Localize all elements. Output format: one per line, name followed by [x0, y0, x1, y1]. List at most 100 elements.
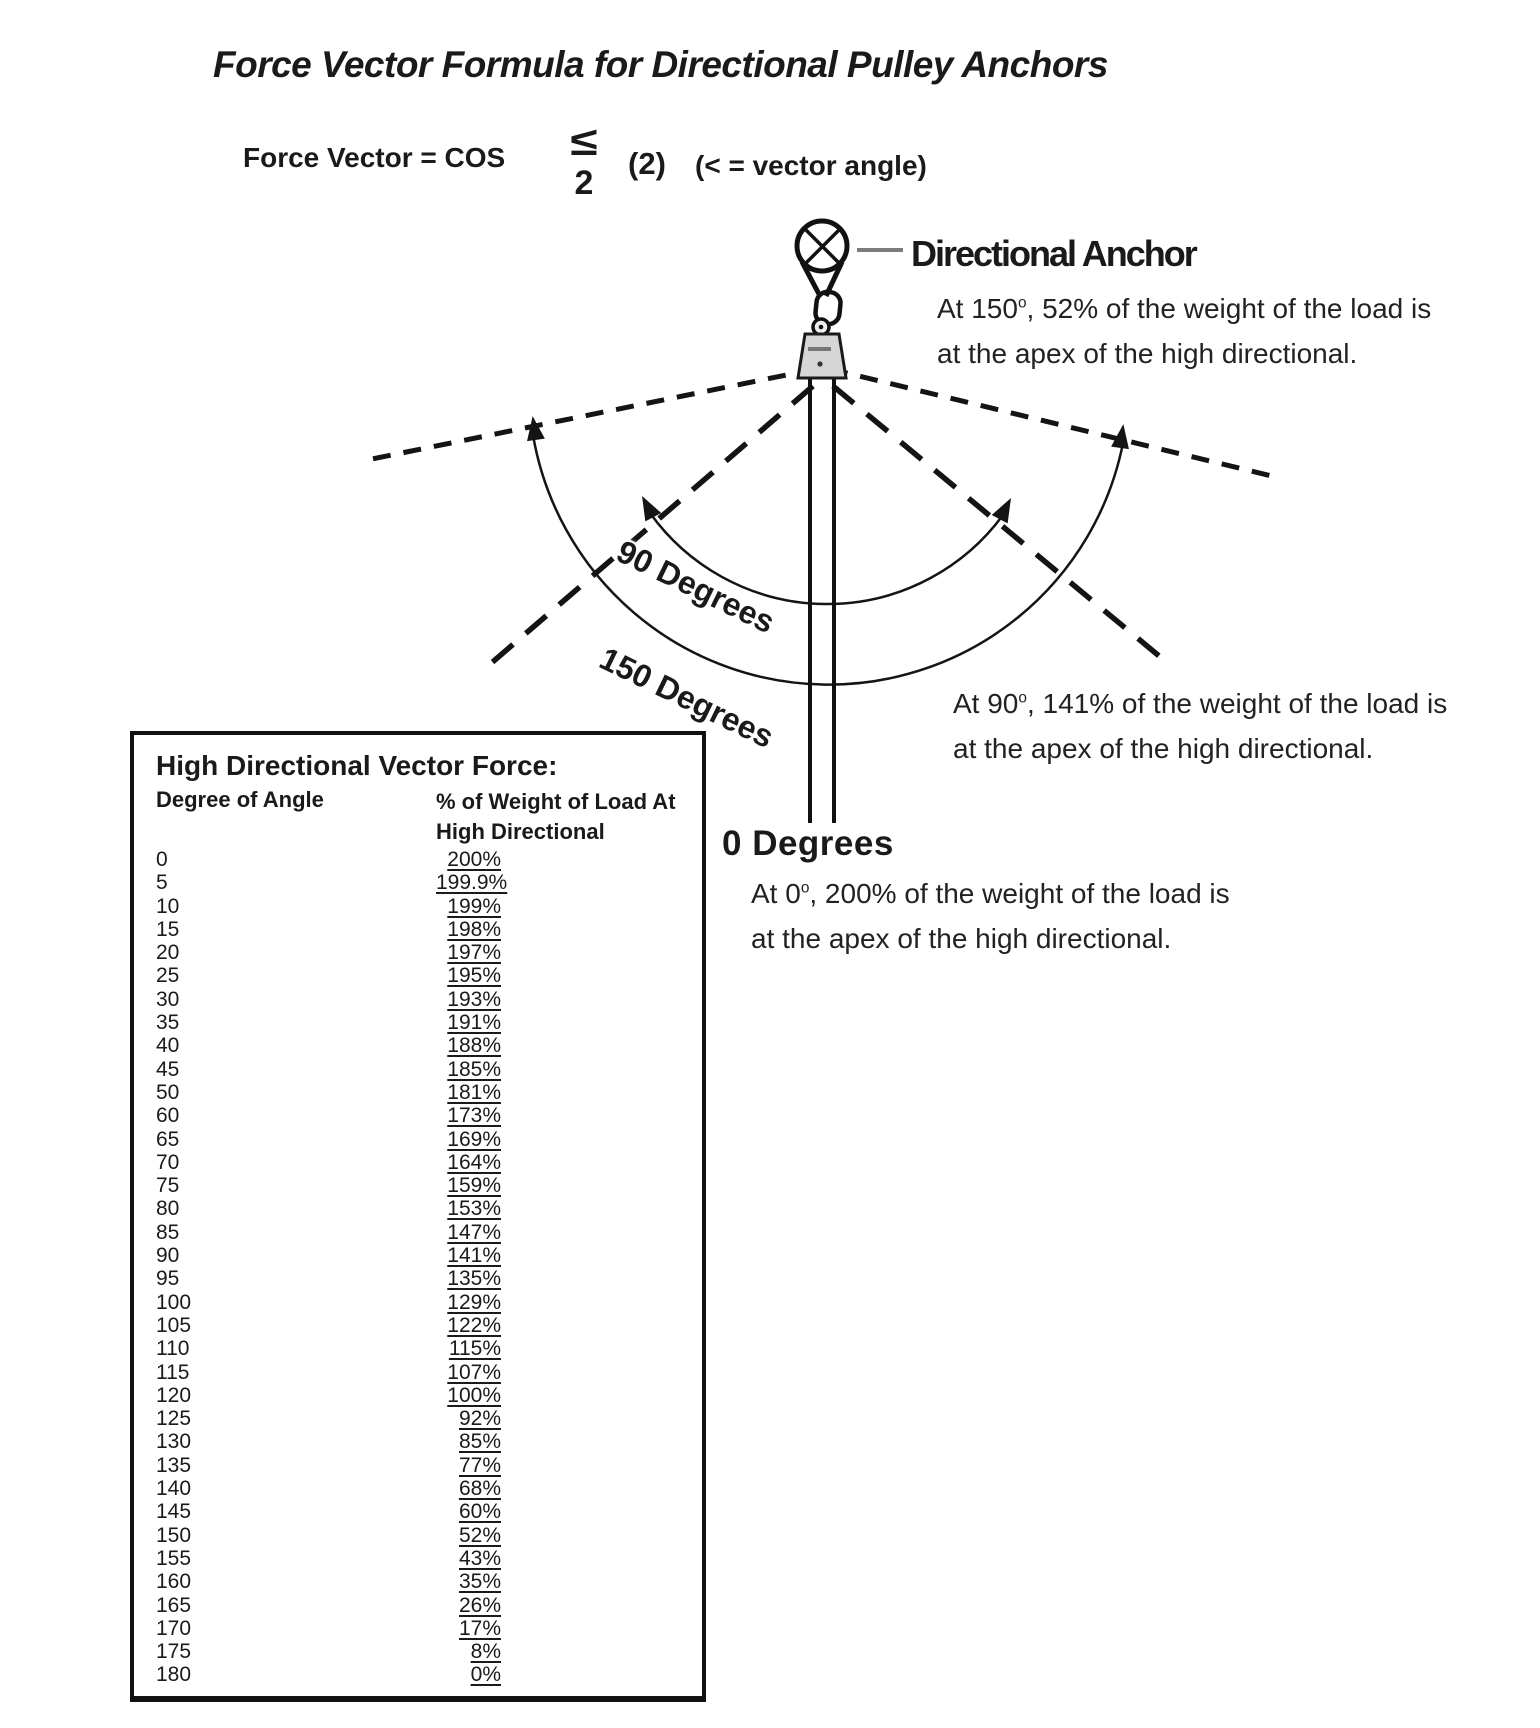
- percent-cell: 122%: [447, 1313, 501, 1337]
- formula-lhs: Force Vector = COS: [243, 142, 506, 173]
- formula-multiplier: (2): [628, 146, 666, 181]
- formula-denominator: 2: [574, 164, 594, 202]
- degree-cell: 125: [156, 1407, 192, 1431]
- arrow-150-left: [527, 416, 545, 442]
- degree-sup: o: [1017, 294, 1027, 312]
- degree-cell: 5: [156, 871, 168, 895]
- zero-degrees-label: 0 Degrees: [722, 824, 894, 863]
- arrow-150-right: [1111, 424, 1129, 450]
- table-row: 120 100%: [134, 1384, 702, 1407]
- degree-cell: 15: [156, 917, 180, 941]
- degree-cell: 70: [156, 1150, 180, 1174]
- percent-cell: 68%: [458, 1477, 501, 1501]
- formula-fraction: ≤ 2: [542, 120, 626, 200]
- table-row: 60 173%: [134, 1104, 702, 1127]
- force-vector-formula: Force Vector = COS ≤ 2 (2) (< = vector a…: [243, 120, 1003, 210]
- degree-cell: 85: [156, 1220, 180, 1244]
- table-row: 100 129%: [134, 1291, 702, 1314]
- percent-cell: 129%: [447, 1290, 501, 1314]
- degree-cell: 130: [156, 1430, 192, 1454]
- degree-cell: 160: [156, 1570, 192, 1594]
- pulley-body: [796, 332, 848, 380]
- note-at-0: At 0o, 200% of the weight of the load is…: [751, 871, 1230, 961]
- percent-cell: 0%: [470, 1663, 501, 1687]
- percent-cell: 181%: [447, 1080, 501, 1104]
- percent-cell: 193%: [447, 987, 501, 1011]
- degree-cell: 40: [156, 1034, 180, 1058]
- formula-legend: (< = vector angle): [695, 150, 927, 181]
- note-150-text2: , 52% of the weight of the load is: [1026, 293, 1432, 324]
- note-150-line2: at the apex of the high directional.: [937, 338, 1358, 369]
- degree-cell: 60: [156, 1104, 180, 1128]
- degree-cell: 65: [156, 1127, 180, 1151]
- column-header-percent-line2: High Directional: [436, 819, 605, 844]
- column-header-degree: Degree of Angle: [156, 787, 324, 812]
- dashed-line-90-right: [831, 383, 1172, 668]
- column-header-percent-line1: % of Weight of Load At: [436, 789, 676, 814]
- pulley-swivel-pin: [818, 324, 824, 330]
- degree-cell: 10: [156, 894, 180, 918]
- degree-cell: 155: [156, 1546, 192, 1570]
- degree-cell: 165: [156, 1593, 192, 1617]
- table-row: 30 193%: [134, 988, 702, 1011]
- percent-cell: 92%: [458, 1407, 501, 1431]
- percent-cell: 107%: [447, 1360, 501, 1384]
- degree-cell: 145: [156, 1500, 192, 1524]
- percent-cell: 100%: [447, 1383, 501, 1407]
- degree-cell: 105: [156, 1313, 192, 1337]
- percent-cell: 173%: [447, 1104, 501, 1128]
- degree-sup: o: [800, 879, 810, 897]
- note-at-150: At 150o, 52% of the weight of the load i…: [937, 286, 1431, 376]
- note-90-text: At 90: [953, 688, 1019, 719]
- percent-cell: 77%: [458, 1453, 501, 1477]
- degree-cell: 75: [156, 1174, 180, 1198]
- table-title: High Directional Vector Force:: [156, 750, 558, 781]
- note-at-90: At 90o, 141% of the weight of the load i…: [953, 681, 1447, 771]
- percent-cell: 200%: [447, 848, 501, 871]
- degree-cell: 100: [156, 1290, 192, 1314]
- percent-cell: 135%: [447, 1267, 501, 1291]
- degree-cell: 30: [156, 987, 180, 1011]
- table-row: 85 147%: [134, 1221, 702, 1244]
- percent-cell: 164%: [447, 1150, 501, 1174]
- degree-cell: 135: [156, 1453, 192, 1477]
- percent-cell: 147%: [447, 1220, 501, 1244]
- dashed-line-150-left: [371, 366, 817, 462]
- percent-cell: 8%: [470, 1640, 501, 1664]
- note-0-text: At 0: [751, 878, 801, 909]
- loop-cross-2: [804, 228, 841, 265]
- arrow-90-left: [642, 495, 662, 522]
- degree-cell: 95: [156, 1267, 180, 1291]
- percent-cell: 185%: [447, 1057, 501, 1081]
- table-row: 70 164%: [134, 1151, 702, 1174]
- percent-cell: 199.9%: [436, 871, 508, 895]
- table-row: 95 135%: [134, 1267, 702, 1290]
- degree-cell: 90: [156, 1244, 180, 1268]
- percent-cell: 26%: [458, 1593, 501, 1617]
- degree-cell: 120: [156, 1383, 192, 1407]
- vector-force-table: High Directional Vector Force: Degree of…: [130, 731, 706, 1702]
- note-0-line2: at the apex of the high directional.: [751, 923, 1172, 954]
- percent-cell: 52%: [458, 1523, 501, 1547]
- degree-cell: 25: [156, 964, 180, 988]
